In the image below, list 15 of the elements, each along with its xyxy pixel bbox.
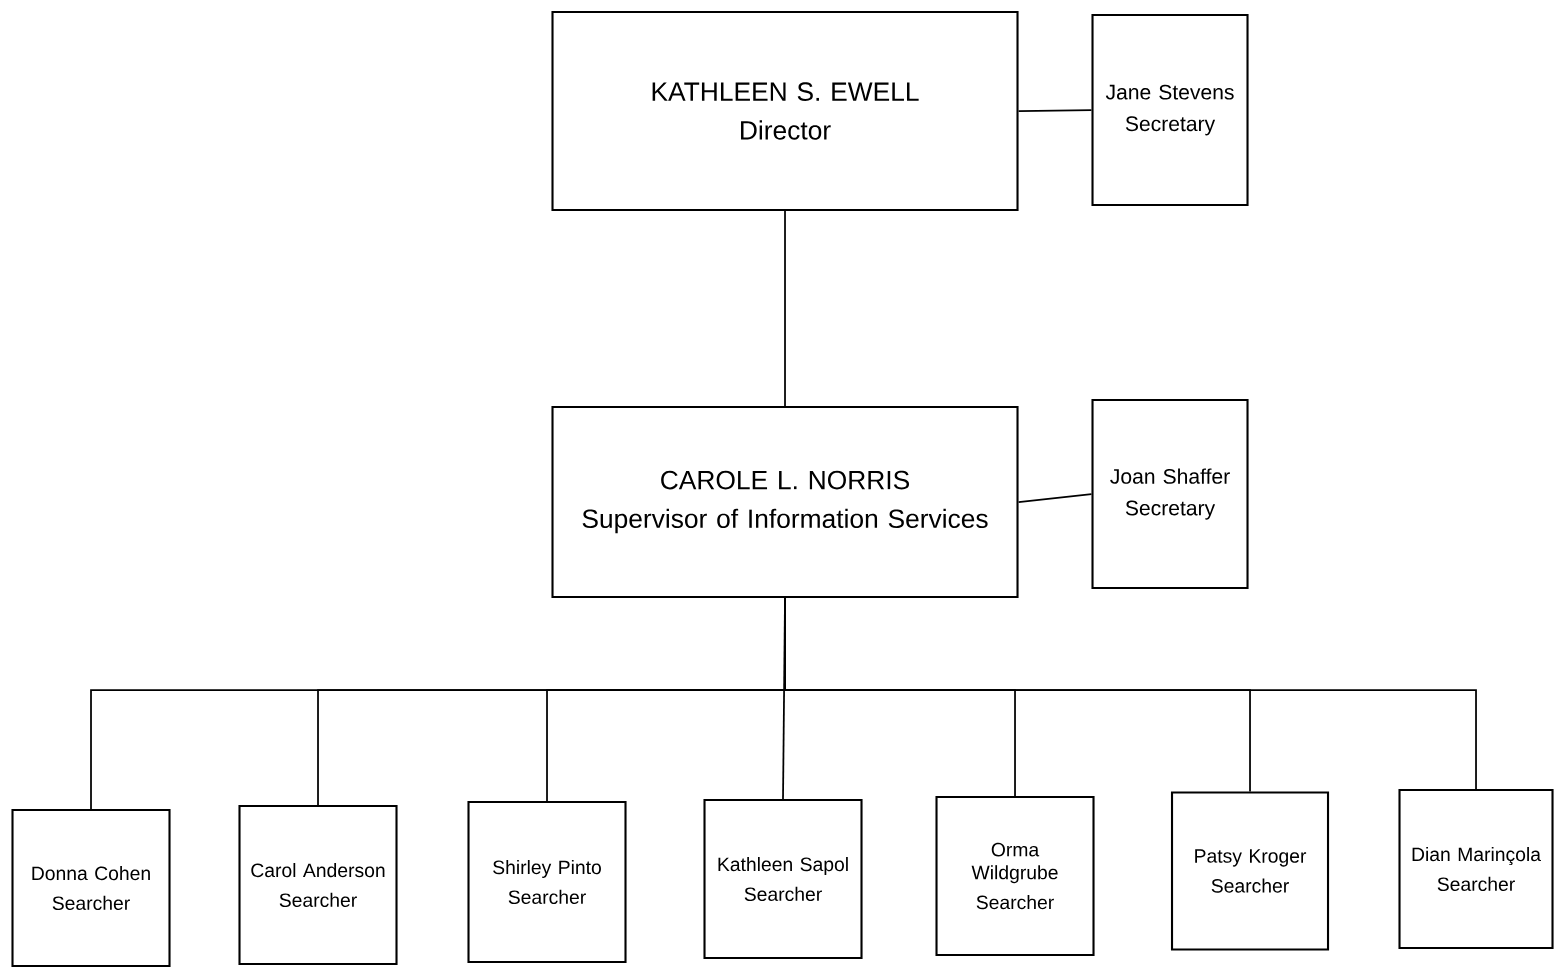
connector-line bbox=[1017, 493, 1093, 503]
person-box: Orma Wildgrube Searcher bbox=[935, 795, 1095, 957]
person-box: Jane Stevens Secretary bbox=[1091, 13, 1249, 207]
person-box: Patsy Kroger Searcher bbox=[1170, 791, 1330, 951]
person-box: Donna Cohen Searcher bbox=[11, 808, 171, 968]
connector-line bbox=[784, 210, 786, 407]
person-box: Dian Marinçola Searcher bbox=[1398, 788, 1554, 950]
person-box: CAROLE L. NORRIS Supervisor of Information Services bbox=[551, 405, 1019, 599]
person-box: Joan Shaffer Secretary bbox=[1091, 398, 1249, 590]
connector-line bbox=[1017, 109, 1093, 112]
person-box: Kathleen Sapol Searcher bbox=[703, 798, 863, 960]
person-box: KATHLEEN S. EWELL Director bbox=[551, 10, 1019, 212]
person-box: Shirley Pinto Searcher bbox=[467, 800, 627, 964]
connector-line bbox=[784, 597, 1477, 790]
person-box: Carol Anderson Searcher bbox=[238, 804, 398, 966]
